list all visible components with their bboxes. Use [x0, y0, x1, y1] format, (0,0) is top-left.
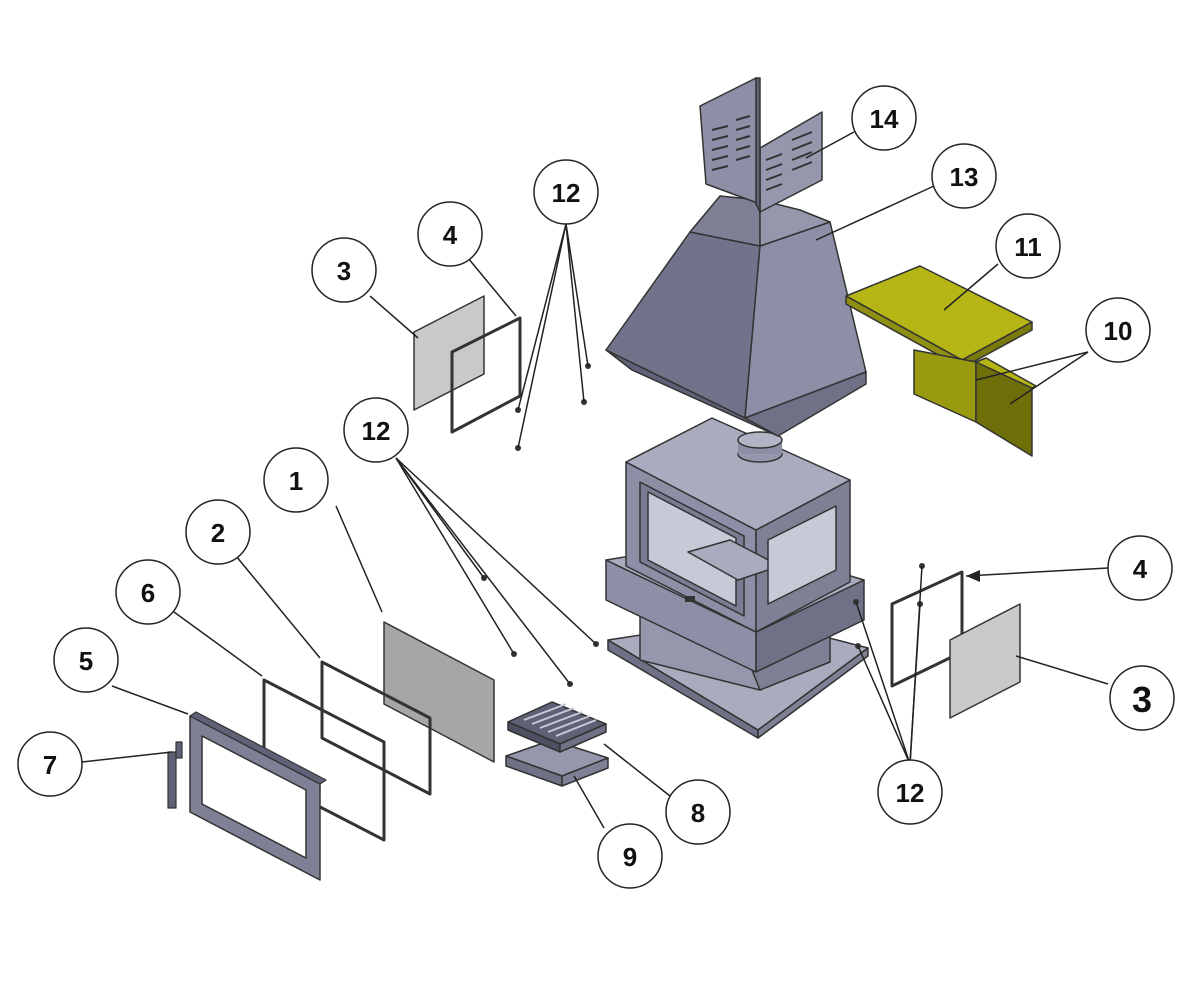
side-insulation-left: [913, 349, 977, 423]
svg-text:1: 1: [289, 466, 303, 496]
callouts: 1 2 3 3 4 4 5 6 7 8 9 10 11 12 12 12 13 …: [17, 85, 1175, 889]
svg-text:7: 7: [43, 750, 57, 780]
hood: [605, 195, 867, 437]
callout-13: 13: [931, 143, 997, 209]
insulation-panels: [845, 265, 1037, 457]
callout-14: 14: [851, 85, 917, 151]
svg-text:12: 12: [552, 178, 581, 208]
callout-9: 9: [597, 823, 663, 889]
svg-text:2: 2: [211, 518, 225, 548]
callout-12-middle: 12: [343, 397, 409, 463]
callout-8: 8: [665, 779, 731, 845]
callout-5: 5: [53, 627, 119, 693]
svg-text:4: 4: [1133, 554, 1148, 584]
svg-text:3: 3: [337, 256, 351, 286]
glass-panel-left: [413, 295, 485, 411]
vent-slots: [711, 115, 813, 191]
svg-text:12: 12: [896, 778, 925, 808]
arrow-head: [966, 570, 980, 582]
leader-lines: [81, 131, 1109, 829]
callout-11: 11: [995, 213, 1061, 279]
svg-text:6: 6: [141, 578, 155, 608]
glass-gasket-front: [320, 660, 432, 796]
side-insulation-right: [975, 361, 1033, 457]
svg-text:4: 4: [443, 220, 458, 250]
front-door-stack: [167, 621, 495, 881]
chimney-trim: [699, 77, 823, 213]
left-side-glass-set: [413, 295, 522, 434]
callout-2: 2: [185, 499, 251, 565]
callout-12-bottom: 12: [877, 759, 943, 825]
svg-text:3: 3: [1132, 679, 1152, 720]
callout-10: 10: [1085, 297, 1151, 363]
front-glass: [383, 621, 495, 763]
callout-4-left: 4: [417, 201, 483, 267]
svg-text:14: 14: [870, 104, 899, 134]
callout-3-right: 3: [1109, 665, 1175, 731]
svg-text:9: 9: [623, 842, 637, 872]
callout-6: 6: [115, 559, 181, 625]
callout-4-right: 4: [1107, 535, 1173, 601]
svg-text:12: 12: [362, 416, 391, 446]
grate-and-ashtray: [505, 701, 609, 787]
firebox-assembly: [605, 417, 869, 739]
callout-1: 1: [263, 447, 329, 513]
door-seal: [262, 678, 386, 842]
svg-text:5: 5: [79, 646, 93, 676]
svg-text:10: 10: [1104, 316, 1133, 346]
glass-panel-right: [949, 603, 1021, 719]
callout-3-left: 3: [311, 237, 377, 303]
callout-12-top: 12: [533, 159, 599, 225]
right-side-glass-set: [890, 570, 1021, 719]
svg-text:8: 8: [691, 798, 705, 828]
svg-text:13: 13: [950, 162, 979, 192]
firebox-top: [625, 417, 851, 531]
gasket-frame-left: [450, 316, 522, 434]
callout-7: 7: [17, 731, 83, 797]
svg-text:11: 11: [1014, 232, 1042, 262]
